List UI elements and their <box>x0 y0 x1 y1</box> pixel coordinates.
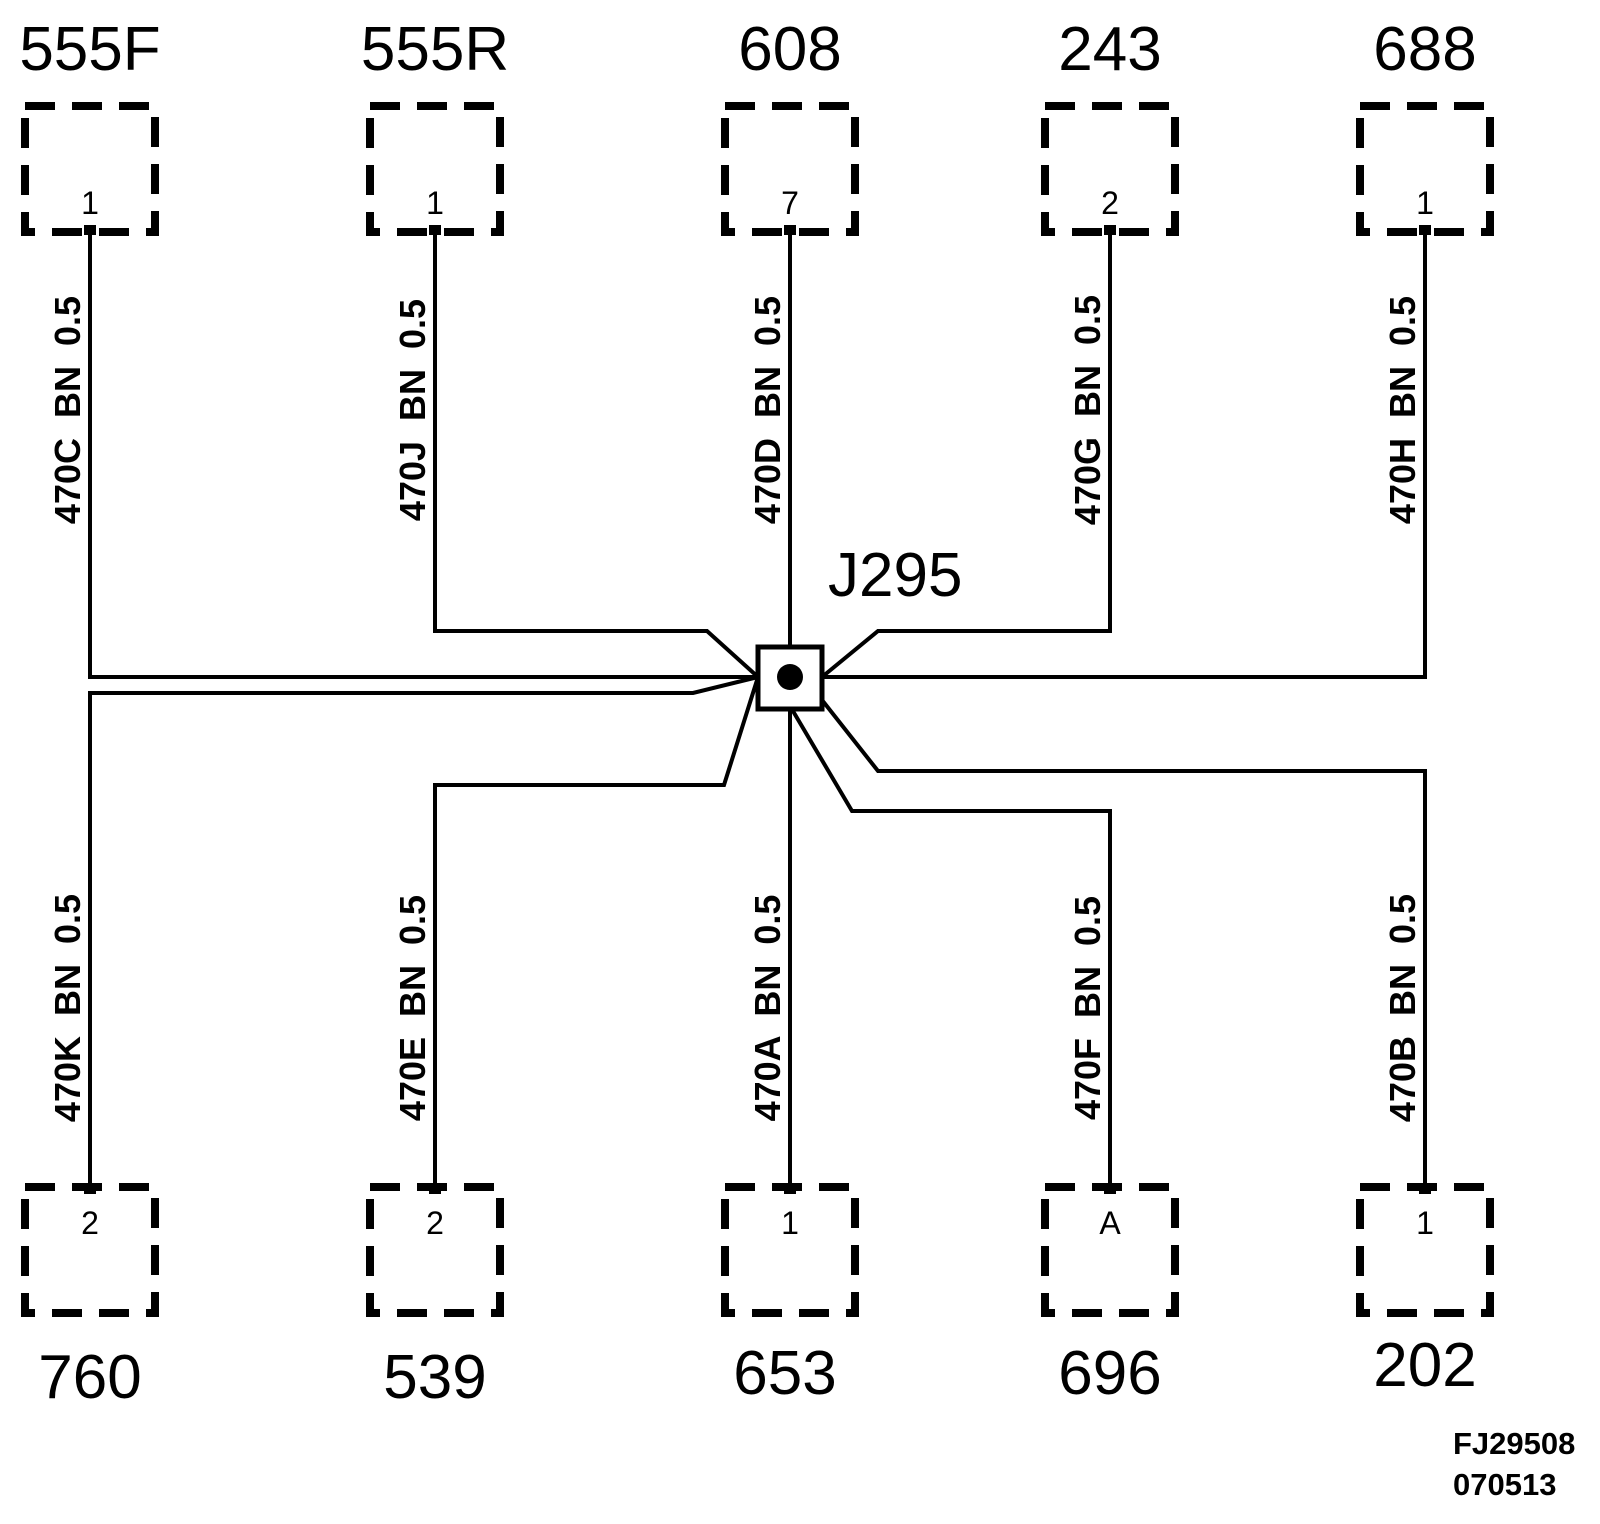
wire-label: 470H BN 0.5 <box>1382 296 1423 524</box>
connector-box <box>366 102 504 236</box>
pin-label: 1 <box>426 185 444 221</box>
bottom-connector-4: A 696 470F BN 0.5 <box>1041 896 1179 1408</box>
reference-line-2: 070513 <box>1453 1467 1556 1502</box>
wire-label: 470C BN 0.5 <box>47 296 88 524</box>
wire-470G <box>820 232 1112 679</box>
component-label: 202 <box>1373 1331 1476 1400</box>
top-connector-5: 688 1 470H BN 0.5 <box>1356 15 1494 524</box>
top-connector-3: 608 7 470D BN 0.5 <box>721 15 859 524</box>
pin-label: A <box>1099 1205 1121 1241</box>
wire-470F <box>788 704 1112 1187</box>
pin-label: 7 <box>781 185 799 221</box>
wire-label: 470F BN 0.5 <box>1067 896 1108 1120</box>
wire-470B <box>820 698 1427 1187</box>
component-label: 608 <box>738 15 841 84</box>
pin-terminal <box>1419 1184 1431 1194</box>
component-label: 555F <box>19 15 160 84</box>
pin-terminal <box>1104 225 1116 235</box>
component-label: 653 <box>733 1339 836 1408</box>
wire-label: 470G BN 0.5 <box>1067 295 1108 525</box>
bottom-connector-2: 2 539 470E BN 0.5 <box>366 895 504 1412</box>
bottom-connector-3: 1 653 470A BN 0.5 <box>721 895 859 1408</box>
bottom-connector-1: 2 760 470K BN 0.5 <box>21 894 159 1412</box>
pin-terminal <box>1104 1184 1116 1194</box>
wire-label: 470K BN 0.5 <box>47 894 88 1122</box>
splice-label: J295 <box>828 541 962 610</box>
splice-j295: J295 <box>755 541 962 712</box>
component-label: 539 <box>383 1343 486 1412</box>
wire-label: 470D BN 0.5 <box>747 296 788 524</box>
wires <box>88 232 1427 1187</box>
splice-box <box>755 644 825 712</box>
reference-line-1: FJ29508 <box>1453 1426 1575 1461</box>
wire-label: 470J BN 0.5 <box>392 299 433 521</box>
pin-label: 1 <box>781 1205 799 1241</box>
splice-dot <box>777 664 803 690</box>
component-label: 696 <box>1058 1339 1161 1408</box>
connector-box <box>1041 102 1179 236</box>
top-connector-4: 243 2 470G BN 0.5 <box>1041 15 1179 525</box>
reference-code: FJ29508 070513 <box>1453 1426 1575 1502</box>
wire-label: 470E BN 0.5 <box>392 895 433 1121</box>
component-label: 243 <box>1058 15 1161 84</box>
wire-label: 470A BN 0.5 <box>747 895 788 1122</box>
pin-terminal <box>1419 225 1431 235</box>
pin-label: 1 <box>1416 1205 1434 1241</box>
component-label: 555R <box>361 15 509 84</box>
bottom-connector-5: 1 202 470B BN 0.5 <box>1356 894 1494 1400</box>
connector-box <box>721 102 859 236</box>
pin-label: 2 <box>81 1205 99 1241</box>
pin-label: 2 <box>426 1205 444 1241</box>
wire-470E <box>433 676 760 1187</box>
wire-470H <box>822 232 1427 679</box>
wire-label: 470B BN 0.5 <box>1382 894 1423 1122</box>
top-connector-1: 555F 1 470C BN 0.5 <box>19 15 160 524</box>
wire-470K <box>88 675 759 1187</box>
pin-label: 1 <box>1416 185 1434 221</box>
component-label: 688 <box>1373 15 1476 84</box>
top-connector-2: 555R 1 470J BN 0.5 <box>361 15 509 521</box>
connector-box <box>21 102 159 236</box>
pin-terminal <box>429 225 441 235</box>
pin-terminal <box>784 225 796 235</box>
pin-terminal <box>84 225 96 235</box>
wire-470J <box>433 232 760 679</box>
pin-terminal <box>784 1184 796 1194</box>
pin-terminal <box>84 1184 96 1194</box>
pin-label: 2 <box>1101 185 1119 221</box>
component-label: 760 <box>38 1343 141 1412</box>
wire-470C <box>88 232 758 679</box>
connector-box <box>1356 102 1494 236</box>
pin-terminal <box>429 1184 441 1194</box>
pin-label: 1 <box>81 185 99 221</box>
